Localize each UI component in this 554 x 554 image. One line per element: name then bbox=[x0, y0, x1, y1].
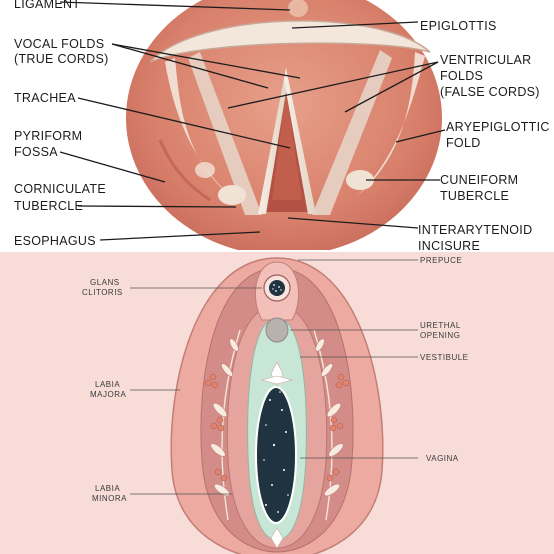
label-vocal-folds-2: (TRUE CORDS) bbox=[14, 52, 109, 66]
ligament-nub bbox=[288, 0, 308, 17]
ventricular-fold-right bbox=[312, 50, 392, 215]
vestibule-flowers bbox=[260, 361, 294, 549]
label-pyriform-2: FOSSA bbox=[14, 145, 58, 159]
label-prepuce: PREPUCE bbox=[420, 256, 462, 265]
top-leader-lines bbox=[59, 1, 446, 241]
vine-left bbox=[204, 329, 241, 521]
urethral-opening bbox=[265, 317, 289, 343]
label-ligament: LIGAMENT bbox=[14, 0, 80, 11]
label-corniculate-1: CORNICULATE bbox=[14, 182, 106, 196]
label-cuneiform-2: TUBERCLE bbox=[440, 189, 509, 203]
vocal-fold-left bbox=[258, 68, 288, 214]
label-interarytenoid-1: INTERARYTENOID bbox=[418, 223, 532, 237]
ventricular-fold-left bbox=[188, 52, 262, 215]
label-vestibule: VESTIBULE bbox=[420, 353, 469, 362]
bottom-leader-lines bbox=[130, 259, 418, 495]
label-labia-minora-2: MINORA bbox=[92, 494, 127, 503]
label-glans-1: GLANS bbox=[90, 278, 120, 287]
label-glans-2: CLITORIS bbox=[82, 288, 123, 297]
label-labia-majora-2: MAJORA bbox=[90, 390, 127, 399]
label-vagina: VAGINA bbox=[426, 454, 459, 463]
label-esophagus: ESOPHAGUS bbox=[14, 234, 96, 248]
label-cuneiform-1: CUNEIFORM bbox=[440, 173, 518, 187]
label-vocal-folds-1: VOCAL FOLDS bbox=[14, 37, 104, 51]
vine-right bbox=[313, 329, 350, 521]
label-ventricular-2: FOLDS bbox=[440, 69, 483, 83]
vagina-stars bbox=[263, 391, 289, 513]
label-ventricular-1: VENTRICULAR bbox=[440, 53, 532, 67]
label-corniculate-2: TUBERCLE bbox=[14, 199, 83, 213]
label-urethral-2: OPENING bbox=[420, 331, 460, 340]
label-aryepiglottic-2: FOLD bbox=[446, 136, 481, 150]
pyriform-fossa bbox=[158, 139, 211, 202]
larynx-diagram: LIGAMENT EPIGLOTTIS VOCAL FOLDS (TRUE CO… bbox=[0, 0, 554, 253]
bottom-labels: PREPUCE GLANS CLITORIS URETHAL OPENING V… bbox=[82, 256, 469, 503]
epiglottis-rim bbox=[149, 20, 431, 63]
label-aryepiglottic-1: ARYEPIGLOTTIC bbox=[446, 120, 550, 134]
label-pyriform-1: PYRIFORM bbox=[14, 129, 82, 143]
label-labia-majora-1: LABIA bbox=[95, 380, 120, 389]
corniculate-tubercle bbox=[218, 185, 246, 205]
label-trachea: TRACHEA bbox=[14, 91, 76, 105]
vagina bbox=[255, 386, 297, 524]
vocal-fold-right bbox=[284, 68, 316, 214]
label-interarytenoid-2: INCISURE bbox=[418, 239, 480, 253]
top-labels: LIGAMENT EPIGLOTTIS VOCAL FOLDS (TRUE CO… bbox=[14, 0, 550, 253]
label-urethral-1: URETHAL bbox=[420, 321, 461, 330]
label-ventricular-3: (FALSE CORDS) bbox=[440, 85, 540, 99]
label-epiglottis: EPIGLOTTIS bbox=[420, 19, 497, 33]
vulva-diagram: PREPUCE GLANS CLITORIS URETHAL OPENING V… bbox=[0, 252, 554, 554]
cuneiform-tubercle bbox=[346, 170, 374, 190]
aryepiglottic-fold-left bbox=[165, 58, 235, 200]
label-labia-minora-1: LABIA bbox=[95, 484, 120, 493]
